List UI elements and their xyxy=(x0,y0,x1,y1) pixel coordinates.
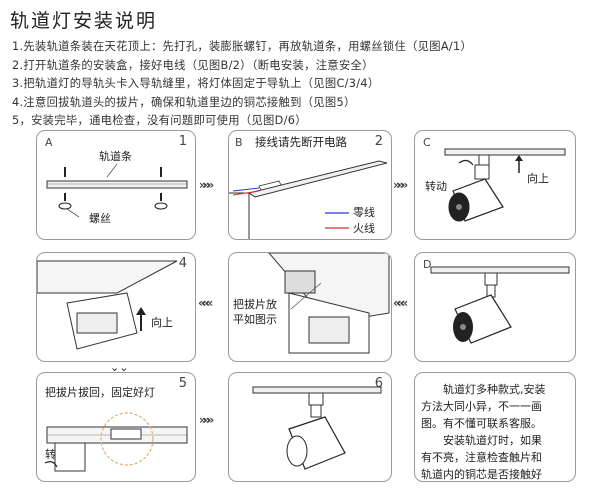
page-title: 轨道灯安装说明 xyxy=(10,10,158,32)
tab-note-line1: 把拔片放 xyxy=(233,298,277,311)
panel-letter: A xyxy=(45,136,53,149)
lamp-head-illustration xyxy=(268,253,390,354)
step-1: 1.先装轨道条装在天花顶上：先打孔，装膨胀螺钉，再放轨道条，用螺丝锁住（见图A/… xyxy=(12,40,473,53)
step-3: 3.把轨道灯的导轨头卡入导轨缝里，将灯体固定于导轨上（见图C/3/4） xyxy=(12,77,380,90)
note-line-1: 轨道灯多种款式,安装 xyxy=(443,383,546,396)
panel-4: 4 向上 xyxy=(36,252,196,362)
tab-note-line2: 平如图示 xyxy=(233,313,277,326)
flow-arrow-left: ««« xyxy=(198,296,213,310)
panel-c: C 转动 向上 xyxy=(414,130,576,240)
screw-label: 螺丝 xyxy=(89,212,111,225)
instruction-steps: 1.先装轨道条装在天花顶上：先打孔，装膨胀螺钉，再放轨道条，用螺丝锁住（见图A/… xyxy=(12,38,472,131)
up-label: 向上 xyxy=(151,316,173,329)
wiring-illustration xyxy=(229,160,388,239)
flow-arrow-right: »»» xyxy=(199,413,214,427)
up-label: 向上 xyxy=(527,172,549,185)
installed-lamp-illustration xyxy=(430,266,570,344)
flow-arrow-down: ⌄⌄ xyxy=(110,361,129,374)
step-5: 5，安装完毕，通电检查，没有问题即可使用（见图D/6） xyxy=(12,114,307,127)
panel-5-heading: 把拔片拔回，固定好灯 xyxy=(45,386,155,399)
note-line-3: 图。有不懂可联系客服。 xyxy=(421,417,542,430)
panel-letter: D xyxy=(423,258,432,271)
panel-a: A 1 轨道条 螺丝 xyxy=(36,130,196,240)
panel-5: 5 把拔片拔回，固定好灯 转 xyxy=(36,372,196,482)
legend-live: 火线 xyxy=(353,222,375,235)
panel-letter: C xyxy=(423,136,431,149)
panel-letter: B xyxy=(235,136,243,149)
panel-6: 6 xyxy=(228,372,392,482)
flow-arrow-right: »»» xyxy=(199,178,214,192)
note-panel: 轨道灯多种款式,安装 方法大同小异，不一一画 图。有不懂可联系客服。 安装轨道灯… xyxy=(414,372,576,482)
flow-arrow-right: »»» xyxy=(393,178,408,192)
panel-d: D xyxy=(414,252,576,362)
track-illustration xyxy=(46,163,188,218)
step-2: 2.打开轨道条的安装盒，接好电线（见图B/2）（断电安装，注意安全） xyxy=(12,58,374,72)
rotate-label: 转动 xyxy=(425,180,447,193)
rotate-label: 转 xyxy=(45,448,56,461)
note-line-5: 有不亮，注意检查触片和 xyxy=(421,451,542,464)
step-4: 4.注意回拔轨道头的拔片，确保和轨道里边的铜芯接触到（见图5） xyxy=(12,95,356,109)
note-line-6: 轨道内的铜芯是否接触好 xyxy=(421,468,542,481)
panel-3: 3 把拔片放 平如图示 xyxy=(228,252,392,362)
tab-illustration xyxy=(44,412,188,472)
track-label: 轨道条 xyxy=(99,150,132,163)
legend-neutral: 零线 xyxy=(353,206,375,219)
panel-number: 1 xyxy=(178,134,187,149)
panel-number: 5 xyxy=(178,376,187,391)
flow-arrow-left: ««« xyxy=(393,296,408,310)
lamp-head-illustration xyxy=(37,260,178,350)
panel-number: 4 xyxy=(178,256,187,271)
panel-b: B 2 接线请先断开电路 零线 火线 xyxy=(228,130,392,240)
panel-number: 6 xyxy=(374,376,383,391)
lamp-illustration xyxy=(444,148,566,222)
final-lamp-illustration xyxy=(252,386,382,470)
panel-number: 2 xyxy=(374,134,383,149)
wiring-warning: 接线请先断开电路 xyxy=(255,135,347,149)
note-line-4: 安装轨道灯时，如果 xyxy=(443,434,542,447)
note-line-2: 方法大同小异，不一一画 xyxy=(421,400,542,413)
